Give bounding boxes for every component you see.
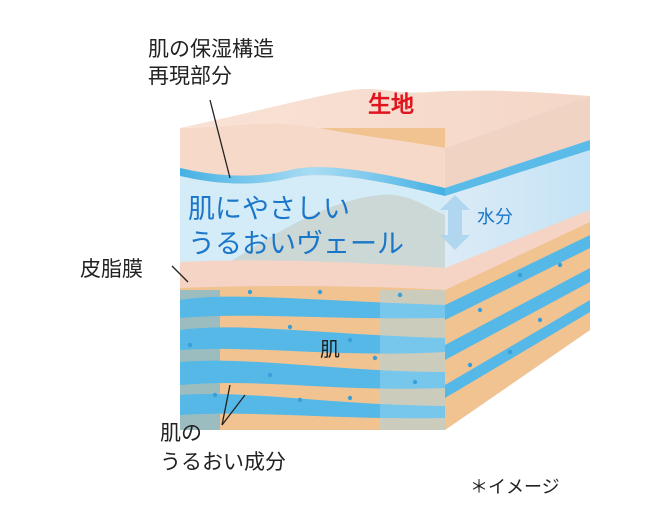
structure-label-line2: 再現部分 <box>148 64 232 88</box>
right-fabric <box>445 96 590 188</box>
veil-label-line1: 肌にやさしい <box>188 194 350 225</box>
right-skin-bands <box>445 235 590 398</box>
leader-lines <box>171 99 246 426</box>
fabric-label: 生地 <box>368 92 414 118</box>
sebum-label: 皮脂膜 <box>80 257 143 281</box>
ingredient-label-line1: 肌の <box>160 421 202 445</box>
right-blue-line <box>445 140 590 196</box>
moisture-label: 水分 <box>477 207 513 228</box>
ingredient-dots <box>187 262 563 403</box>
veil-label-line2: うるおいヴェール <box>188 229 404 260</box>
ingredient-label-line2: うるおい成分 <box>160 450 286 474</box>
skin-layers <box>180 290 445 430</box>
moisture-arrow-icon <box>440 195 470 250</box>
image-note: ＊イメージ <box>470 477 560 498</box>
fabric-blue-line <box>180 167 445 196</box>
veil-shadow <box>230 194 445 268</box>
right-sebum <box>445 210 590 290</box>
fabric-layer <box>180 123 445 188</box>
skin-label: 肌 <box>320 337 340 361</box>
structure-label-line1: 肌の保湿構造 <box>148 37 274 61</box>
sebum-layer <box>180 260 445 290</box>
fabric-top-face <box>180 89 590 148</box>
